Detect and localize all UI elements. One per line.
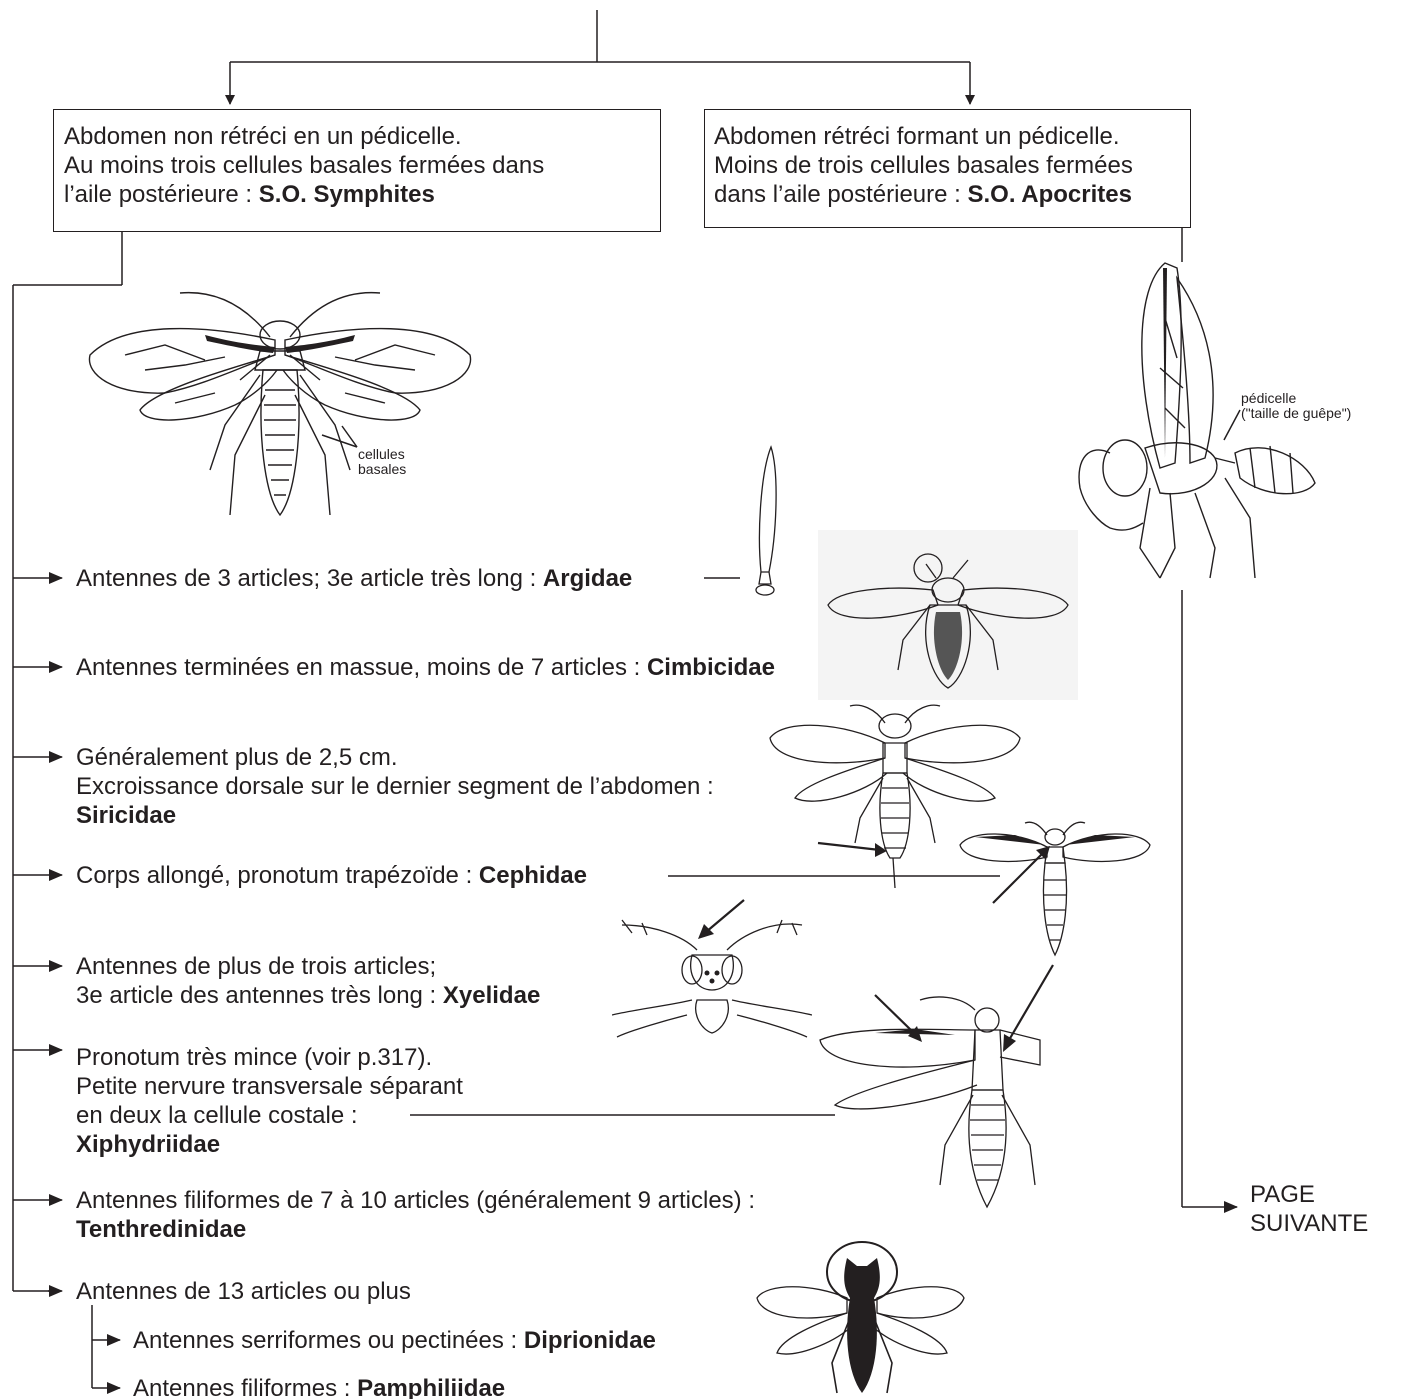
key-diprionidae-taxon: Diprionidae <box>524 1327 656 1354</box>
key-cimbicidae: Antennes terminées en massue, moins de 7… <box>76 653 775 682</box>
symphytes-taxon: S.O. Symphites <box>259 181 435 208</box>
key-xiphydriidae-line-3: en deux la cellule costale : <box>76 1101 463 1130</box>
diprionidae-illustration <box>752 1238 967 1398</box>
key-pamphiliidae: Antennes filiformes : Pamphiliidae <box>133 1374 505 1399</box>
key-tenthredinidae: Antennes filiformes de 7 à 10 articles (… <box>76 1186 755 1244</box>
apocrites-taxon: S.O. Apocrites <box>967 181 1131 208</box>
key-xyelidae-line-1: Antennes de plus de trois articles; <box>76 952 540 981</box>
apocrites-line-3: dans l’aile postérieure : S.O. Apocrites <box>714 180 1181 209</box>
key-tenthredinidae-taxon: Tenthredinidae <box>76 1215 755 1244</box>
key-xiphydriidae: Pronotum très mince (voir p.317). Petite… <box>76 1043 463 1159</box>
key-xiphydriidae-line-1: Pronotum très mince (voir p.317). <box>76 1043 463 1072</box>
key-argidae-taxon: Argidae <box>543 565 632 592</box>
key-cimbicidae-text: Antennes terminées en massue, moins de 7… <box>76 654 647 681</box>
apocrite-illustration <box>1065 258 1335 588</box>
xiphydriidae-pointer-arrow-right <box>995 960 1060 1060</box>
key-cephidae: Corps allongé, pronotum trapézoïde : Cep… <box>76 861 587 890</box>
key-xyelidae-text: 3e article des antennes très long : <box>76 982 443 1009</box>
key-diprionidae: Antennes serriformes ou pectinées : Dipr… <box>133 1326 656 1355</box>
key-tenthredinidae-line-1: Antennes filiformes de 7 à 10 articles (… <box>76 1186 755 1215</box>
symphytes-line-3-text: l’aile postérieure : <box>64 181 259 208</box>
key-siricidae-line-1: Généralement plus de 2,5 cm. <box>76 743 714 772</box>
apocrites-line-2: Moins de trois cellules basales fermées <box>714 151 1181 180</box>
apocrites-line-3-text: dans l’aile postérieure : <box>714 181 967 208</box>
key-argidae-text: Antennes de 3 articles; 3e article très … <box>76 565 543 592</box>
key-antennes-13-text: Antennes de 13 articles ou plus <box>76 1278 411 1305</box>
key-antennes-13: Antennes de 13 articles ou plus <box>76 1277 411 1306</box>
page-suivante-link[interactable]: PAGE SUIVANTE <box>1250 1180 1368 1238</box>
key-cephidae-text: Corps allongé, pronotum trapézoïde : <box>76 862 479 889</box>
key-siricidae-taxon: Siricidae <box>76 801 714 830</box>
cellules-label-line-1: cellules <box>358 447 406 462</box>
pedicelle-label-line-2: ("taille de guêpe") <box>1241 406 1351 421</box>
key-cephidae-taxon: Cephidae <box>479 862 587 889</box>
apocrites-line-1: Abdomen rétréci formant un pédicelle. <box>714 122 1181 151</box>
page-suivante-line-1: PAGE <box>1250 1180 1368 1209</box>
symphytes-line-1: Abdomen non rétréci en un pédicelle. <box>64 122 650 151</box>
symphytes-box: Abdomen non rétréci en un pédicelle. Au … <box>53 109 661 232</box>
key-pamphiliidae-text: Antennes filiformes : <box>133 1375 357 1399</box>
argidae-antenna-illustration <box>745 442 785 597</box>
key-cimbicidae-taxon: Cimbicidae <box>647 654 775 681</box>
cimbicidae-illustration <box>818 530 1078 700</box>
key-siricidae-line-2: Excroissance dorsale sur le dernier segm… <box>76 772 714 801</box>
xiphydriidae-pointer-arrow-left <box>870 990 930 1050</box>
cellules-basales-label: cellules basales <box>358 447 406 477</box>
page-suivante-line-2: SUIVANTE <box>1250 1209 1368 1238</box>
symphytes-line-2: Au moins trois cellules basales fermées … <box>64 151 650 180</box>
pedicelle-label: pédicelle ("taille de guêpe") <box>1241 391 1351 421</box>
symphyte-illustration <box>85 285 475 545</box>
key-xyelidae-line-2: 3e article des antennes très long : Xyel… <box>76 981 540 1010</box>
pedicelle-label-line-1: pédicelle <box>1241 391 1351 406</box>
key-xyelidae: Antennes de plus de trois articles; 3e a… <box>76 952 540 1010</box>
cellules-label-line-2: basales <box>358 462 406 477</box>
key-pamphiliidae-taxon: Pamphiliidae <box>357 1375 505 1399</box>
siricidae-pointer-arrow <box>815 835 890 860</box>
key-xiphydriidae-taxon: Xiphydriidae <box>76 1130 463 1159</box>
cephidae-pointer-arrow <box>988 838 1058 908</box>
apocrites-box: Abdomen rétréci formant un pédicelle. Mo… <box>704 109 1191 228</box>
xyelidae-pointer-arrow <box>692 894 752 944</box>
key-argidae: Antennes de 3 articles; 3e article très … <box>76 564 632 593</box>
key-xyelidae-taxon: Xyelidae <box>443 982 540 1009</box>
key-xiphydriidae-line-2: Petite nervure transversale séparant <box>76 1072 463 1101</box>
key-siricidae: Généralement plus de 2,5 cm. Excroissanc… <box>76 743 714 830</box>
symphytes-line-3: l’aile postérieure : S.O. Symphites <box>64 180 650 209</box>
key-diprionidae-text: Antennes serriformes ou pectinées : <box>133 1327 524 1354</box>
